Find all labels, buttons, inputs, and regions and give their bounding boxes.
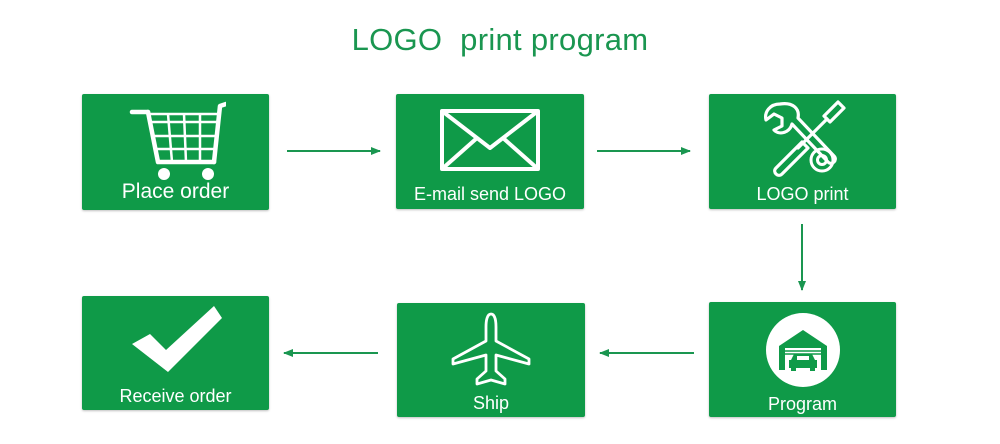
step-label: Ship bbox=[472, 393, 510, 413]
step-email-send-logo: E-mail send LOGO bbox=[396, 94, 584, 209]
step-label: E-mail send LOGO bbox=[413, 184, 567, 204]
step-label: Place order bbox=[121, 180, 230, 203]
envelope-icon bbox=[396, 108, 584, 172]
step-label: LOGO print bbox=[756, 184, 849, 204]
step-label: Receive order bbox=[119, 386, 232, 406]
step-place-order: Place order bbox=[82, 94, 269, 210]
tools-icon bbox=[709, 98, 896, 178]
step-label: Program bbox=[767, 394, 838, 414]
step-program: Program bbox=[709, 302, 896, 417]
shopping-cart-icon bbox=[82, 98, 269, 182]
step-receive-order: Receive order bbox=[82, 296, 269, 410]
step-ship: Ship bbox=[397, 303, 585, 417]
step-logo-print: LOGO print bbox=[709, 94, 896, 209]
garage-car-icon bbox=[709, 312, 896, 388]
page-title: LOGO print program bbox=[351, 22, 649, 57]
airplane-icon bbox=[397, 311, 585, 389]
checkmark-icon bbox=[82, 304, 269, 374]
